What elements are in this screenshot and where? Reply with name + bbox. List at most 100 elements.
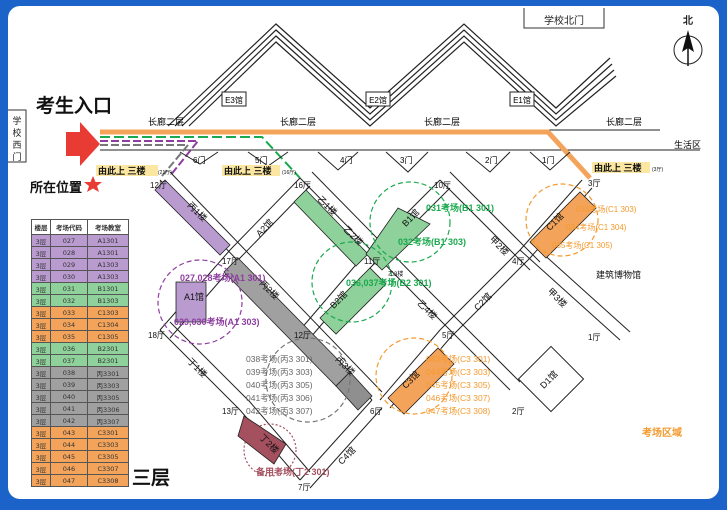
- north-label: 北: [683, 14, 693, 27]
- ding2-shape: [237, 415, 287, 465]
- room-b2-301: 036,037考场(B2 301): [346, 277, 432, 288]
- e3-box: [221, 91, 247, 107]
- gate-4: 4门: [340, 155, 352, 165]
- stair-label-1: 由此上 三楼: [98, 165, 146, 176]
- legend-cell-floor: 3层: [31, 438, 51, 451]
- c3-shape: [387, 347, 455, 415]
- legend-cell-code: 041: [50, 402, 88, 415]
- north-gate-outline: [523, 8, 605, 29]
- legend-cell-floor: 3层: [31, 342, 51, 355]
- legend-cell-room: A1303: [87, 258, 129, 271]
- room-bing3-303: 039考场(丙3 303): [246, 367, 313, 377]
- legend-cell-floor: 3层: [31, 378, 51, 391]
- building-shapes: [154, 179, 597, 465]
- b1-shape: [365, 207, 431, 271]
- stair-label-bg-3: [592, 162, 650, 173]
- legend-cell-floor: 3层: [31, 462, 51, 475]
- room-b1-303: 032考场(B1 303): [398, 236, 466, 247]
- legend-cell-code: 036: [50, 342, 88, 355]
- stair-label-bg-1: [96, 165, 158, 176]
- hall-4: 4厅: [512, 257, 524, 266]
- legend-cell-room: 丙3303: [87, 378, 129, 391]
- legend-cell-code: 040: [50, 390, 88, 403]
- c1-shape: [529, 191, 597, 259]
- yi3-label: 乙3楼: [388, 270, 403, 278]
- legend-cell-room: C3308: [87, 474, 129, 487]
- legend-cell-code: 038: [50, 366, 88, 379]
- legend-cell-code: 035: [50, 330, 88, 343]
- e3-label: E3馆: [225, 95, 243, 105]
- legend-cell-room: 丙3301: [87, 366, 129, 379]
- e2-label: E2馆: [369, 95, 387, 105]
- a1-shape: [175, 281, 207, 323]
- room-b1-301: 031考场(B1 301): [426, 202, 494, 213]
- west-gate-char-2: 校: [12, 127, 21, 138]
- location-star-icon: [84, 176, 102, 192]
- hall-2: 2厅: [512, 407, 524, 416]
- gate-5: 5门: [255, 155, 267, 165]
- legend-cell-code: 029: [50, 258, 88, 271]
- hall-1: 1厅: [588, 333, 600, 342]
- route-orange: [100, 129, 592, 180]
- room-bing3-307: 042考场(丙3 307): [246, 406, 313, 416]
- stair-tag-1: (21厅): [158, 170, 172, 176]
- legend-cell-room: B1303: [87, 294, 129, 307]
- legend-cell-code: 045: [50, 450, 88, 463]
- legend-cell-code: 039: [50, 378, 88, 391]
- legend-cell-code: 032: [50, 294, 88, 307]
- corridor-label-4: 长廊二层: [606, 116, 642, 127]
- legend-cell-floor: 3层: [31, 294, 51, 307]
- e2-box: [365, 91, 391, 107]
- legend-cell-floor: 3层: [31, 330, 51, 343]
- room-c1-304: 034考场(C1 304): [566, 223, 627, 232]
- north-gate-label: 学校北门: [544, 14, 584, 27]
- room-spare: 备用考场(丁2 301): [255, 466, 330, 477]
- legend-cell-room: 丙3307: [87, 414, 129, 427]
- corridor-label-3: 长廊二层: [424, 116, 460, 127]
- legend-cell-room: C1304: [87, 318, 129, 331]
- room-c1-305: 035考场(C1 305): [552, 241, 613, 250]
- legend-cell-room: C3305: [87, 450, 129, 463]
- legend-cell-code: 047: [50, 474, 88, 487]
- legend-cell-floor: 3层: [31, 354, 51, 367]
- living-area-label: 生活区: [674, 139, 701, 150]
- hall-12: 12厅: [294, 331, 311, 340]
- floor-label: 三层: [132, 467, 170, 489]
- legend-cell-floor: 3层: [31, 282, 51, 295]
- legend-cell-floor: 3层: [31, 318, 51, 331]
- legend-cell-room: C3303: [87, 438, 129, 451]
- north-arrow-icon: 北: [673, 14, 703, 66]
- legend-cell-code: 037: [50, 354, 88, 367]
- room-bing3-306: 041考场(丙3 306): [246, 393, 313, 403]
- location-label: 所在位置: [30, 180, 82, 195]
- legend-cell-floor: 3层: [31, 402, 51, 415]
- legend-cell-floor: 3层: [31, 426, 51, 439]
- stair-tag-3: (3厅): [652, 167, 663, 173]
- hall-17: 17厅: [222, 257, 239, 266]
- legend-header-code: 考场代码: [50, 219, 88, 235]
- legend-cell-room: A1301: [87, 246, 129, 259]
- room-a1-303: 029,030考场(A1 303): [174, 316, 260, 327]
- legend-cell-room: C3301: [87, 426, 129, 439]
- legend-header-floor: 楼层: [31, 219, 51, 235]
- legend-cell-code: 043: [50, 426, 88, 439]
